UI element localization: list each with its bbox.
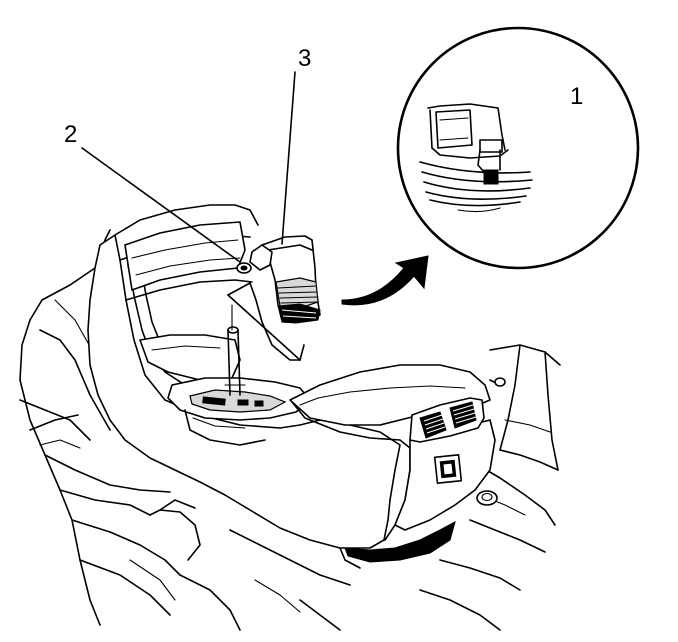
rear-ac-vents xyxy=(409,397,485,484)
callout-1: 1 xyxy=(570,83,583,110)
leader-line-3 xyxy=(281,71,296,245)
leader-line-2 xyxy=(81,147,241,263)
vent-left xyxy=(419,411,447,439)
boot-retainer-clip xyxy=(477,139,503,185)
shift-boot xyxy=(236,235,321,324)
detail-inset xyxy=(396,26,640,270)
callout-2: 2 xyxy=(64,121,77,148)
callout-labels: 1 2 3 xyxy=(64,45,583,148)
floor-carpet xyxy=(19,229,561,631)
floor-console xyxy=(87,204,401,549)
rear-power-outlet xyxy=(433,454,463,484)
floor-bolt-right xyxy=(476,490,498,506)
shift-knob-nut xyxy=(236,262,252,274)
clip-tab xyxy=(483,169,499,185)
direction-arrow xyxy=(341,255,429,306)
callout-3: 3 xyxy=(298,45,311,72)
shift-lever-shaft xyxy=(224,304,246,396)
inset-circle xyxy=(396,26,640,270)
vent-right xyxy=(449,401,477,429)
